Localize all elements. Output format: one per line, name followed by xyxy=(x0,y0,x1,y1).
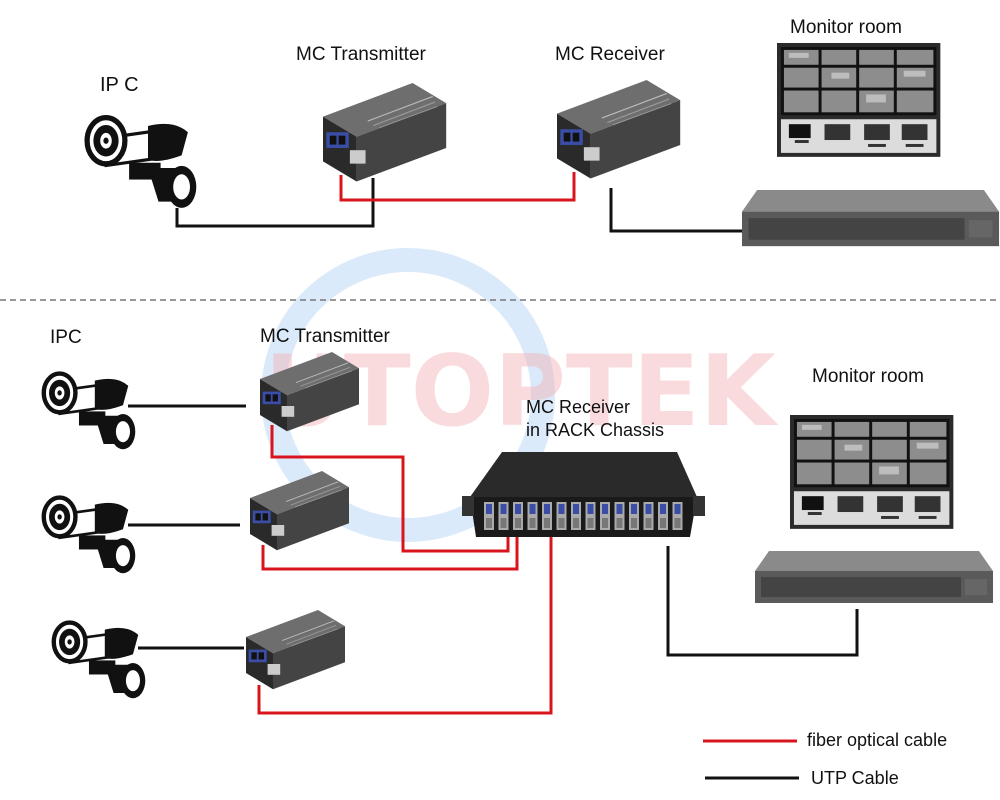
legend-fiber-label: fiber optical cable xyxy=(807,730,947,750)
top-camera-label: IP C xyxy=(100,74,139,96)
top-camera-icon xyxy=(87,118,196,208)
bottom-fiber-1 xyxy=(270,425,510,553)
bottom-fiber-3 xyxy=(257,537,553,715)
rack-slot xyxy=(585,502,596,530)
rack-slot xyxy=(672,502,683,530)
bottom-monitor-label: Monitor room xyxy=(812,366,924,387)
rack-chassis-icon xyxy=(462,452,705,537)
top-monitor-wall-icon xyxy=(777,43,941,157)
rack-slot xyxy=(513,502,523,530)
bottom-camera-1-icon xyxy=(44,374,136,450)
rack-slot xyxy=(614,502,625,530)
rack-slot xyxy=(643,502,654,530)
bottom-utp-rack-switch xyxy=(666,546,859,657)
bottom-transmitter-3-icon xyxy=(245,609,346,690)
rack-slot xyxy=(542,502,552,530)
top-section: IP C MC Transmitter MC Receiver Monitor … xyxy=(87,17,1000,247)
bottom-fiber-2 xyxy=(261,537,519,571)
bottom-section: IPC MC Transmitter MC Receiver in RACK C… xyxy=(44,326,993,715)
top-switch-icon xyxy=(742,190,1000,247)
rack-slot xyxy=(629,502,639,530)
bottom-receiver-label-line2: in RACK Chassis xyxy=(526,420,664,440)
bottom-camera-2-icon xyxy=(44,498,136,574)
top-transmitter-icon xyxy=(322,82,447,183)
bottom-receiver-label-line1: MC Receiver xyxy=(526,397,630,417)
rack-slot xyxy=(571,502,581,530)
top-utp-camera-transmitter xyxy=(175,178,375,228)
top-receiver-icon xyxy=(556,79,681,180)
rack-slot xyxy=(484,502,494,530)
bottom-monitor-wall-icon xyxy=(790,415,954,529)
rack-slot xyxy=(527,502,538,530)
bottom-switch-icon xyxy=(755,551,993,603)
bottom-transmitter-2-icon xyxy=(249,470,350,551)
rack-slot xyxy=(600,502,610,530)
bottom-transmitter-label: MC Transmitter xyxy=(260,326,391,347)
rack-slot xyxy=(658,502,668,530)
bottom-camera-3-icon xyxy=(54,623,146,699)
legend-utp-label: UTP Cable xyxy=(811,768,899,788)
legend: fiber optical cable UTP Cable xyxy=(703,730,947,788)
bottom-camera-label: IPC xyxy=(50,327,82,348)
top-transmitter-label: MC Transmitter xyxy=(296,44,427,65)
top-receiver-label: MC Receiver xyxy=(555,44,665,65)
top-monitor-label: Monitor room xyxy=(790,17,902,38)
top-fiber-link xyxy=(339,172,576,202)
rack-slot xyxy=(556,502,567,530)
rack-slot xyxy=(498,502,509,530)
top-utp-receiver-switch xyxy=(609,188,748,233)
